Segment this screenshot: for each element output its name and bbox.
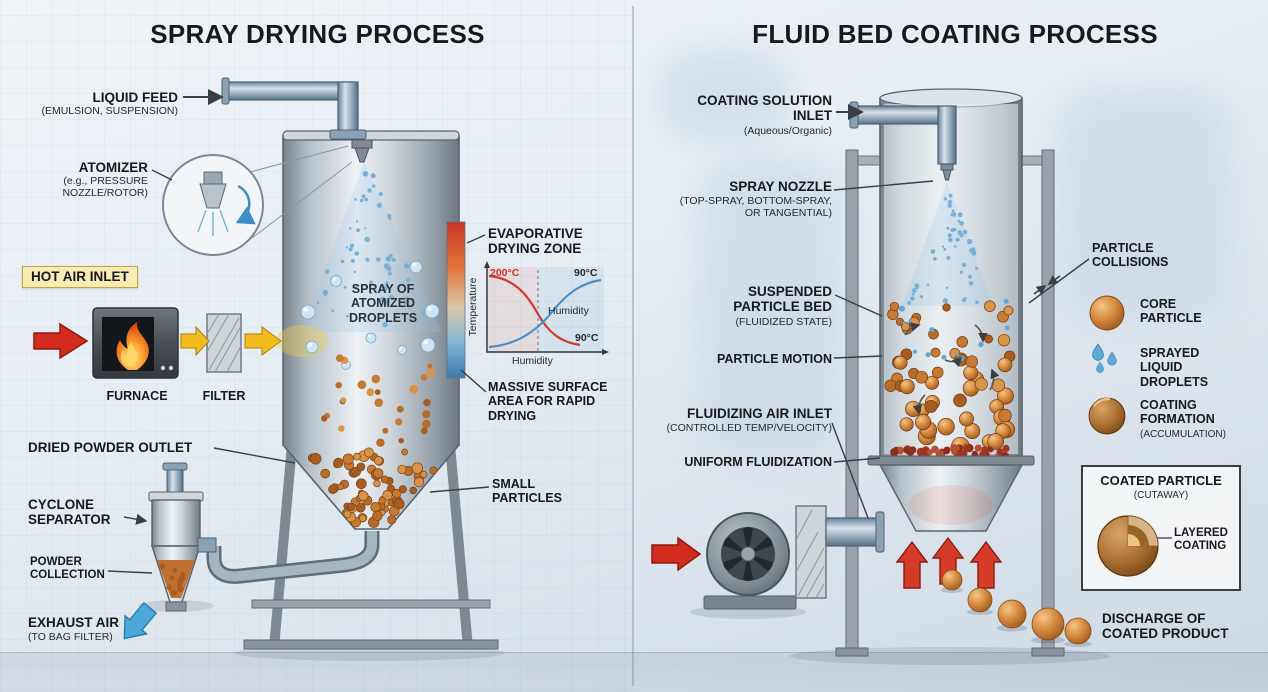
hot-air-arrow [33,322,89,360]
large-droplets [300,260,440,370]
powder-outlet-pipe [206,531,380,584]
evaporative-zone-bar [446,221,466,379]
blower [703,505,885,610]
particle-motion-label: PARTICLE MOTION [716,352,832,366]
coating-inlet-sub: (Aqueous/Organic) [743,125,832,137]
floor-shadows [138,600,1110,665]
evaporative-zone-label: EVAPORATIVE DRYING ZONE [488,226,583,257]
coating-inlet-pipe [849,101,957,181]
suspended-bed-sub: (FLUIDIZED STATE) [735,316,832,328]
chart-y-axis: Temperature [467,277,480,337]
air-filter [206,313,242,373]
exhaust-air-sub: (TO BAG FILTER) [28,631,113,643]
spray-cone [303,162,442,332]
fluidizing-air-sub: (CONTROLLED TEMP/VELOCITY) [666,422,833,434]
floor [0,652,1268,692]
furnace-label: FURNACE [106,389,168,403]
particle-collisions-label: PARTICLE COLLISIONS [1092,241,1169,270]
drying-chamber [282,129,460,530]
coated-particle-box [1081,465,1241,591]
air-arrow-2 [244,326,282,356]
exhaust-air-arrow [123,601,158,640]
massive-surface-label: MASSIVE SURFACE AREA FOR RAPID DRYING [488,380,608,423]
atomizer-detail [162,145,353,256]
chart-humidity-curve: Humidity [548,305,589,317]
core-particle-icon [1089,295,1125,331]
air-arrow-1 [180,325,210,357]
coating-formation-label: COATING FORMATION [1140,398,1215,427]
exhaust-air-label: EXHAUST AIR [28,615,120,630]
particle-motion-arrows [904,322,1000,415]
hot-air-inlet-label: HOT AIR INLET [22,266,138,289]
liquid-feed-pipe [221,77,359,141]
suspended-bed-label: SUSPENDED PARTICLE BED [733,284,832,315]
air-inlet-arrow [651,536,702,572]
left-leader-lines [107,89,490,574]
bed-droplets [898,298,1010,361]
cone-powder [307,447,438,528]
sprayed-droplets [907,193,979,305]
liquid-droplets-icon [1092,343,1117,373]
chart-200c: 200°C [490,267,520,279]
atomizer-label: ATOMIZER [78,160,148,175]
chamber-stand [243,444,499,650]
hot-air-glow [276,325,328,357]
chart-x-axis: Humidity [512,355,553,367]
discharged-product [941,569,1092,647]
spray-droplets-label: SPRAY OF ATOMIZED DROPLETS [348,282,418,325]
powder-collection-label: POWDER COLLECTION [30,556,105,582]
spray-nozzle-sub: (TOP-SPRAY, BOTTOM-SPRAY, OR TANGENTIAL) [679,195,832,219]
right-title: FLUID BED COATING PROCESS [752,19,1158,49]
coating-inlet-label: COATING SOLUTION INLET [697,93,832,124]
liquid-feed-sub: (EMULSION, SUSPENSION) [41,105,178,117]
temperature-humidity-chart [484,261,609,355]
coating-formation-icon [1088,397,1126,435]
spray-nozzle-label: SPRAY NOZZLE [729,179,832,194]
fluid-bed-coater [651,88,1241,657]
left-title: SPRAY DRYING PROCESS [150,19,485,49]
dense-bed-bottom [890,443,1010,460]
atomizer-sub: (e.g., PRESSURE NOZZLE/ROTOR) [62,175,148,199]
uniform-fluidization-label: UNIFORM FLUIDIZATION [684,455,832,469]
plenum [867,455,1035,532]
furnace [92,307,179,379]
fluidizing-air-label: FLUIDIZING AIR INLET [687,406,832,421]
cyclone-separator [148,462,217,612]
atomized-droplets [316,171,427,328]
coating-formation-sub: (ACCUMULATION) [1140,429,1226,440]
background-blur [660,50,790,140]
background-blur [700,160,840,460]
coated-particle-title: COATED PARTICLE [1100,473,1222,488]
core-particle-label: CORE PARTICLE [1140,297,1202,326]
cyclone-label: CYCLONE SEPARATOR [28,497,111,528]
legend-icons [1033,275,1126,435]
filter-label: FILTER [202,389,246,403]
discharge-label: DISCHARGE OF COATED PRODUCT [1102,611,1229,642]
background-blur [1060,90,1230,320]
spray-dryer [33,77,609,650]
coated-particle-sub: (CUTAWAY) [1133,490,1189,501]
panel-divider [632,6,634,686]
chart-90c-bottom: 90°C [575,332,599,344]
right-leader-lines [831,104,1090,519]
spray-cone [902,182,994,306]
layered-coating-label: LAYERED COATING [1174,527,1228,553]
liquid-feed-label: LIQUID FEED [92,90,178,105]
sprayed-droplets-label: SPRAYED LIQUID DROPLETS [1140,346,1209,389]
falling-particles [321,354,436,447]
chart-90c-top: 90°C [574,267,598,279]
small-particles-label: SMALL PARTICLES [492,477,562,506]
dried-powder-label: DRIED POWDER OUTLET [28,440,193,455]
